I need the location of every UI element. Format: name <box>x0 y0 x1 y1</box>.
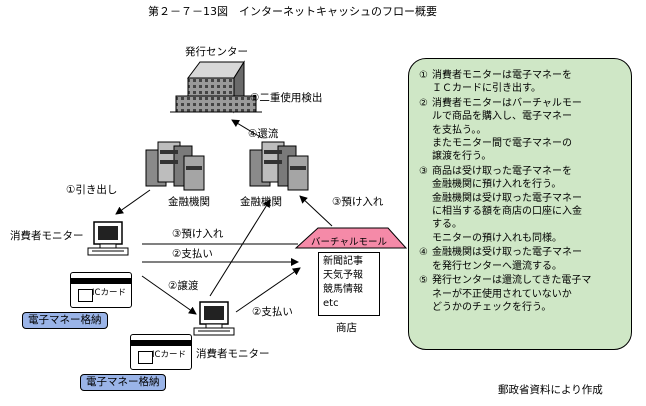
arrow-return-flow <box>231 119 263 139</box>
arrow-withdraw <box>115 189 151 215</box>
shop-item: 新聞記事 <box>323 256 363 267</box>
shop-building: 新聞記事 天気予報 競馬情報 etc <box>318 252 380 316</box>
step-withdraw: ①引き出し <box>66 184 118 196</box>
bank-left-label: 金融機関 <box>168 196 210 208</box>
figure-title: 第２－７－13図 インターネットキャッシュのフロー概要 <box>148 5 437 18</box>
ic-card-top: ICカード <box>70 272 132 308</box>
note-item: ① 消費者モニターは電子マネーを ＩＣカードに引き出す。 <box>419 69 625 96</box>
step-pay-top: ②支払い <box>172 248 213 260</box>
note-text: 商品は受け取った電子マネーを 金融機関に預け入れを行う。 金融機関は受け取った電… <box>432 165 582 244</box>
ic-card-label: ICカード <box>92 288 126 298</box>
note-item: ② 消費者モニターはバーチャルモー ルで商品を購入し、電子マネー を支払う。。 … <box>419 97 625 164</box>
consumer-top-pc-icon <box>87 221 129 256</box>
step-double-check: ⑤二重使用検出 <box>250 92 323 104</box>
card-stripe <box>131 340 191 346</box>
issuer-center-building-icon <box>170 60 262 114</box>
step-return-flow: ④還流 <box>248 128 279 140</box>
note-text: 金融機関は受け取った電子マネー を発行センターへ還流する。 <box>432 247 582 272</box>
shop-item: etc <box>323 298 339 309</box>
card-chip-icon <box>138 351 153 364</box>
note-item: ④ 金融機関は受け取った電子マネー を発行センターへ還流する。 <box>419 246 625 273</box>
ic-card-bottom: ICカード <box>130 334 192 370</box>
bank-right-server-icon <box>249 141 309 191</box>
note-text: 消費者モニターはバーチャルモー ルで商品を購入し、電子マネー を支払う。。 また… <box>432 97 582 163</box>
step-deposit-consumer: ③預け入れ <box>172 228 224 240</box>
shop-label: 商店 <box>336 322 357 334</box>
shop-item: 競馬情報 <box>323 284 363 295</box>
consumer-bottom-pc-icon <box>193 301 235 336</box>
step-pay-bottom: ②支払い <box>252 306 293 318</box>
note-number: ④ <box>419 247 428 259</box>
stored-emoney-tag: 電子マネー格納 <box>22 312 108 329</box>
virtual-mall-label: バーチャルモール <box>311 237 387 248</box>
shop-item: 天気予報 <box>323 270 363 281</box>
note-text: 消費者モニターは電子マネーを ＩＣカードに引き出す。 <box>432 70 572 95</box>
step-transfer: ②譲渡 <box>168 280 199 292</box>
note-number: ③ <box>419 165 428 177</box>
card-chip-icon <box>78 289 93 302</box>
note-item: ⑤ 発行センターは還流してきた電子マ ネーが不正使用されていないか どうかのチェ… <box>419 274 625 314</box>
ic-card-label: ICカード <box>152 350 186 360</box>
note-text: 発行センターは還流してきた電子マ ネーが不正使用されていないか どうかのチェック… <box>432 275 592 313</box>
explanation-panel: ① 消費者モニターは電子マネーを ＩＣカードに引き出す。 ② 消費者モニターはバ… <box>408 58 632 350</box>
step-deposit-shop: ③預け入れ <box>332 196 384 208</box>
issuer-center-label: 発行センター <box>185 46 248 58</box>
note-number: ① <box>419 70 428 81</box>
stored-emoney-tag: 電子マネー格納 <box>80 374 166 391</box>
arrow-transfer <box>141 275 197 315</box>
arrow-deposit-consumer-up <box>209 199 271 297</box>
bank-right-label: 金融機関 <box>240 196 282 208</box>
arrow-pay-bottom <box>235 267 301 313</box>
note-number: ⑤ <box>419 275 428 287</box>
consumer-top-label: 消費者モニター <box>10 230 84 242</box>
arrow-deposit-shop <box>299 195 333 227</box>
consumer-bottom-label: 消費者モニター <box>196 348 270 360</box>
card-stripe <box>71 278 131 284</box>
virtual-mall-roof <box>294 227 408 249</box>
note-item: ③ 商品は受け取った電子マネーを 金融機関に預け入れを行う。 金融機関は受け取っ… <box>419 165 625 245</box>
note-number: ② <box>419 97 428 109</box>
source-note: 郵政省資料により作成 <box>498 384 603 396</box>
bank-left-server-icon <box>145 141 205 191</box>
